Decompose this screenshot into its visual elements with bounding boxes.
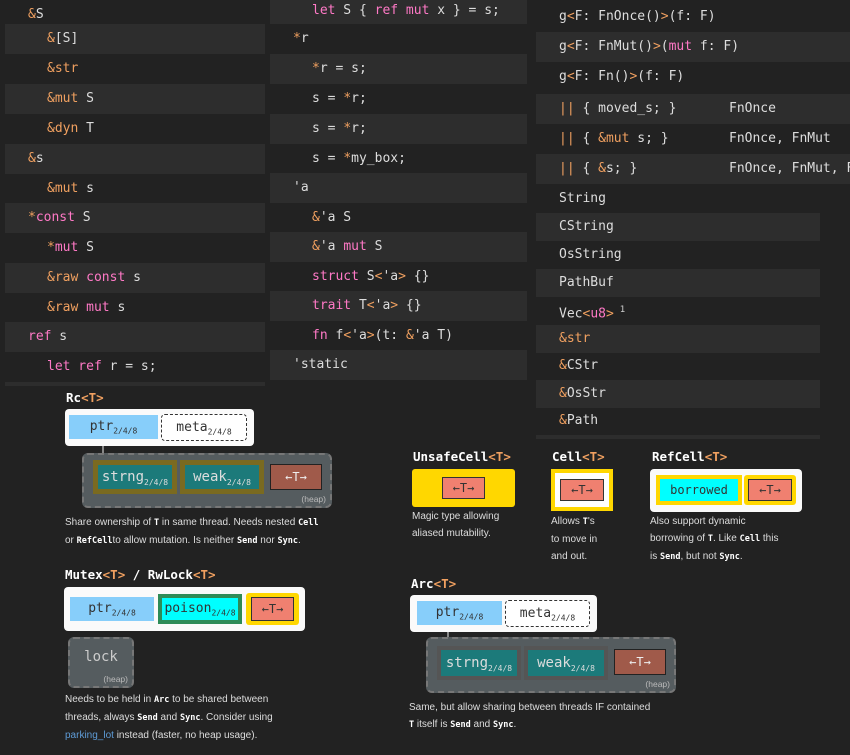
refcell-description: Also support dynamic borrowing of T. Lik… xyxy=(650,516,779,562)
mutex-t-wrapper: ←T→ xyxy=(246,593,299,625)
row-mut-ptr: *mut S xyxy=(47,240,94,255)
arc-description: Same, but allow sharing between threads … xyxy=(409,702,651,730)
row-static: 'static xyxy=(270,350,527,380)
row-ref-s: &S xyxy=(28,7,44,22)
row-let-ref: let ref r = s; xyxy=(47,359,157,374)
row-fnmut-bound: g<F: FnMut()>(mut f: F) xyxy=(536,32,850,62)
parking-lot-link[interactable]: parking_lot xyxy=(65,730,114,741)
row-cstring: CString xyxy=(536,213,820,241)
rc-ptr-cell: ptr2/4/8 xyxy=(69,415,158,439)
rc-t-cell: ←T→ xyxy=(270,464,322,490)
arc-heap: strng2/4/8 weak2/4/8 ←T→ (heap) xyxy=(426,637,676,693)
rc-description: Share ownership of T in same thread. Nee… xyxy=(65,517,319,546)
row-deref-assign: *r = s; xyxy=(270,54,527,84)
rc-stack-frame: ptr2/4/8 meta2/4/8 xyxy=(65,409,254,446)
row-vec-u8: Vec<u8>1 xyxy=(559,305,626,322)
row-fnonce-bound: g<F: FnOnce()>(f: F) xyxy=(559,9,716,24)
row-trait-lifetime: trait T<'a> {} xyxy=(270,291,527,321)
arc-strng-cell: strng2/4/8 xyxy=(437,646,521,680)
row-fn-lifetime: fn f<'a>(t: &'a T) xyxy=(312,328,453,343)
cell-title: Cell<T> xyxy=(552,449,605,464)
unsafecell-t-cell: ←T→ xyxy=(442,477,485,499)
row-string: String xyxy=(559,191,606,206)
arc-t-cell: ←T→ xyxy=(614,649,666,675)
row-divider xyxy=(5,382,265,386)
refcell-title: RefCell<T> xyxy=(652,449,728,464)
row-mut-lower-s: &mut s xyxy=(47,181,94,196)
mutex-description: Needs to be held in Arc to be shared bet… xyxy=(65,694,273,741)
row-s-eq-deref-1: s = *r; xyxy=(312,91,367,106)
row-str-slice: &str xyxy=(536,325,820,353)
refcell-frame: borrowed ←T→ xyxy=(650,469,802,512)
row-osstring: OsString xyxy=(559,247,622,262)
row-raw-mut: &raw mut s xyxy=(47,300,126,315)
mutex-title: Mutex<T> / RwLock<T> xyxy=(65,567,216,582)
row-str-ref: &str xyxy=(47,61,79,76)
row-cstr: &CStr xyxy=(559,358,599,373)
cell-frame: ←T→ xyxy=(551,469,613,511)
arc-ptr-cell: ptr2/4/8 xyxy=(417,601,502,625)
mutex-lock-label: lock xyxy=(84,649,118,665)
mutex-lock-heap: lock (heap) xyxy=(68,637,134,688)
mutex-t-cell: ←T→ xyxy=(251,597,294,621)
row-let-destructure: let S { ref mut x } = s; xyxy=(270,0,527,24)
row-osstr: &OsStr xyxy=(536,380,820,408)
rc-heap-label: (heap) xyxy=(301,494,326,504)
row-closure-move: || { moved_s; }FnOnce xyxy=(536,94,850,124)
row-lifetime-a: 'a xyxy=(270,173,527,203)
arc-weak-cell: weak2/4/8 xyxy=(524,646,608,680)
refcell-borrowed-cell: borrowed xyxy=(656,475,742,505)
row-mut-ref: &mut S xyxy=(5,84,265,114)
arc-title: Arc<T> xyxy=(411,576,457,591)
rc-meta-cell: meta2/4/8 xyxy=(161,414,247,441)
refcell-t-wrapper: ←T→ xyxy=(744,475,796,505)
row-divider-3 xyxy=(536,435,820,439)
mutex-heap-label: (heap) xyxy=(103,674,128,684)
unsafecell-wrapper: ←T→ xyxy=(412,469,515,507)
rc-connector xyxy=(102,446,104,454)
mutex-stack-frame: ptr2/4/8 poison2/4/8 ←T→ xyxy=(64,587,305,631)
row-s-eq-box: s = *my_box; xyxy=(312,151,406,166)
arc-heap-label: (heap) xyxy=(645,679,670,689)
arc-stack-frame: ptr2/4/8 meta2/4/8 xyxy=(410,595,597,632)
arc-meta-cell: meta2/4/8 xyxy=(505,600,590,627)
refcell-t-cell: ←T→ xyxy=(748,479,792,501)
row-slice-ref: &[S] xyxy=(5,24,265,54)
row-ref-keyword: ref s xyxy=(5,322,265,352)
row-closure-mut: || { &mut s; }FnOnce, FnMut xyxy=(559,131,831,146)
row-closure-ref: || { &s; }FnOnce, FnMut, Fn xyxy=(536,154,850,184)
rc-heap: strng2/4/8 weak2/4/8 ←T→ (heap) xyxy=(82,453,332,508)
row-const-ptr: *const S xyxy=(5,203,265,233)
rc-title: Rc<T> xyxy=(66,390,104,405)
row-dyn-ref: &dyn T xyxy=(47,121,94,136)
mutex-ptr-cell: ptr2/4/8 xyxy=(70,597,154,621)
row-ref-lower-s: &s xyxy=(5,144,265,174)
rc-strng-cell: strng2/4/8 xyxy=(93,460,177,494)
row-raw-const: &raw const s xyxy=(5,263,265,293)
arc-connector xyxy=(447,632,449,638)
row-lifetime-mut-ref: &'a mut S xyxy=(270,232,527,262)
footnote-1: 1 xyxy=(619,305,626,315)
row-fn-bound: g<F: Fn()>(f: F) xyxy=(559,69,685,84)
row-path: &Path xyxy=(559,413,599,428)
row-deref-r: *r xyxy=(293,31,309,46)
cell-description: Allows T's to move in and out. xyxy=(551,516,598,562)
unsafecell-title: UnsafeCell<T> xyxy=(413,449,511,464)
row-struct-lifetime: struct S<'a> {} xyxy=(312,269,430,284)
mutex-poison-cell: poison2/4/8 xyxy=(158,594,242,624)
row-s-eq-deref-2: s = *r; xyxy=(270,114,527,144)
row-lifetime-ref: &'a S xyxy=(312,210,352,225)
cell-t-cell: ←T→ xyxy=(560,479,604,501)
row-pathbuf: PathBuf xyxy=(536,269,820,297)
rc-weak-cell: weak2/4/8 xyxy=(180,460,264,494)
